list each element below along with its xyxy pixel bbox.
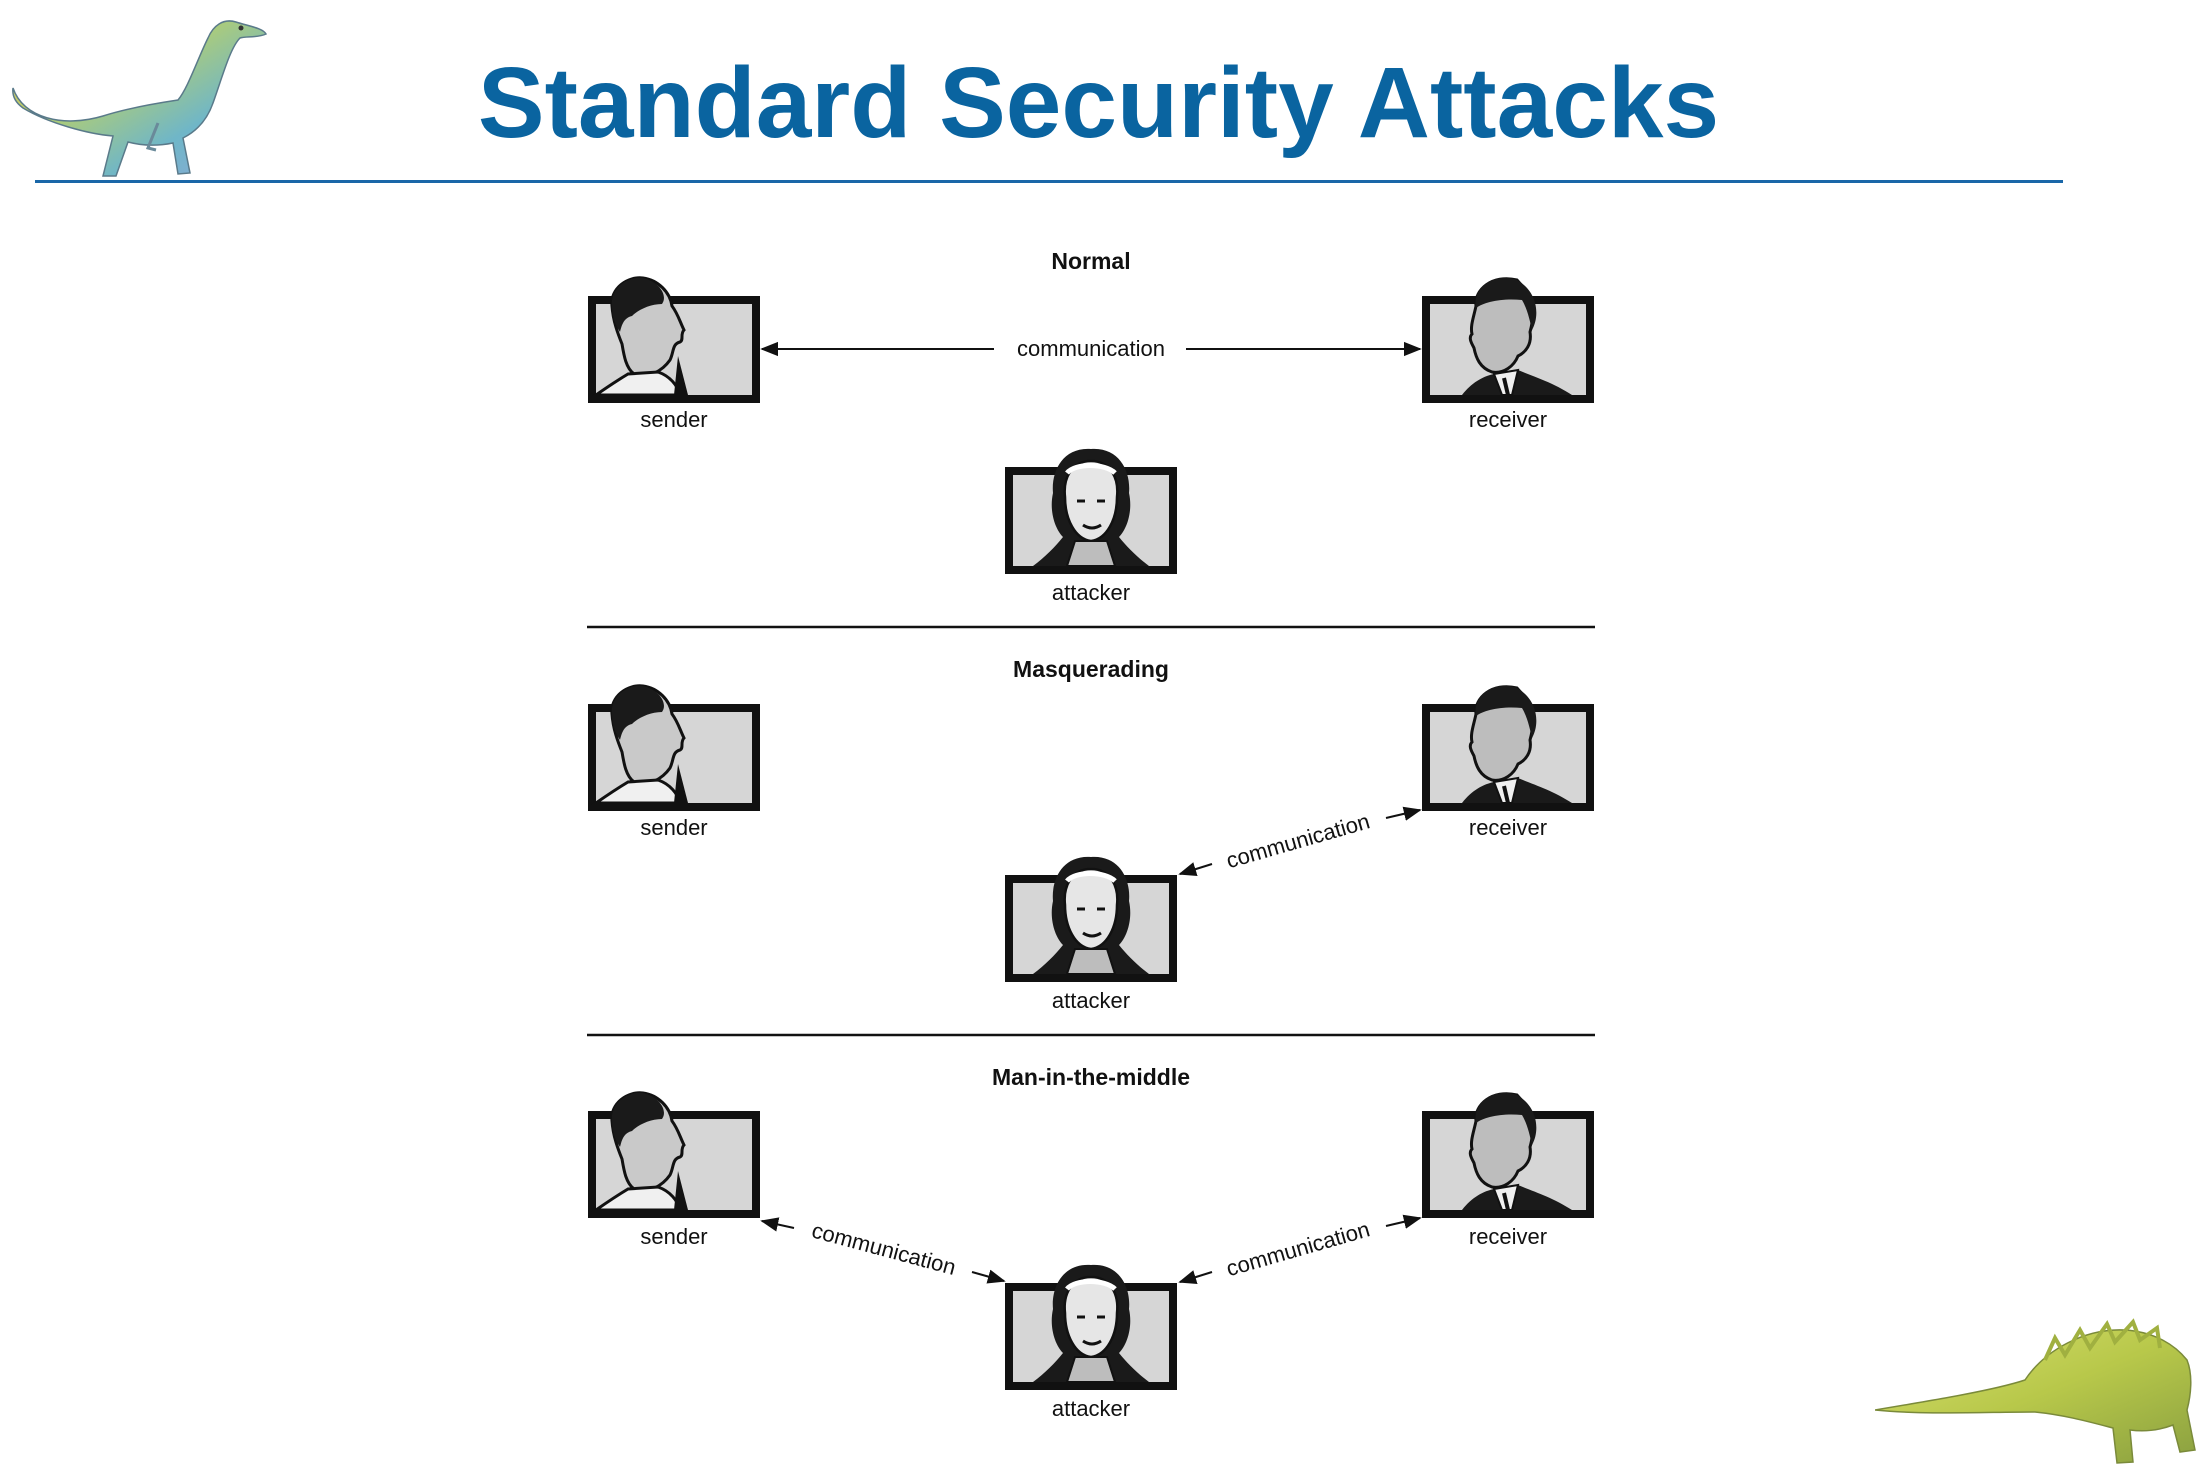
communication-link: communication: [1178, 806, 1422, 877]
receiver-label: receiver: [1469, 815, 1547, 840]
attacker-portrait-icon: [1005, 857, 1177, 982]
attacker-portrait-icon: [1005, 1265, 1177, 1390]
slide-title: Standard Security Attacks: [477, 47, 1720, 159]
link-label: communication: [1223, 1216, 1372, 1281]
receiver-portrait-icon: [1420, 683, 1596, 813]
sender-label: sender: [640, 1224, 707, 1249]
dinosaur-icon: [12, 20, 268, 177]
panel-heading: Masquerading: [1013, 656, 1169, 682]
attacker-portrait-icon: [1005, 449, 1177, 574]
sender-label: sender: [640, 407, 707, 432]
stegosaurus-icon: [1875, 1318, 2196, 1464]
attacker-label: attacker: [1052, 988, 1130, 1013]
panel-man-in-the-middle: Man-in-the-middle sender receiver attack…: [586, 1064, 1596, 1421]
attacker-label: attacker: [1052, 580, 1130, 605]
sender-portrait-icon: [586, 1091, 762, 1220]
communication-link: communication: [760, 336, 1422, 361]
panel-heading: Normal: [1051, 248, 1130, 274]
communication-link: communication: [760, 1217, 1006, 1284]
communication-link: communication: [1178, 1214, 1422, 1285]
receiver-portrait-icon: [1420, 1090, 1596, 1220]
sender-portrait-icon: [586, 684, 762, 813]
attacker-label: attacker: [1052, 1396, 1130, 1421]
panel-masquerading: Masquerading sender receiver attacker co…: [586, 656, 1596, 1013]
link-label: communication: [1017, 336, 1165, 361]
title-divider: [35, 180, 2063, 183]
sender-portrait-icon: [586, 276, 762, 405]
receiver-label: receiver: [1469, 1224, 1547, 1249]
sender-label: sender: [640, 815, 707, 840]
link-label: communication: [1223, 808, 1372, 873]
receiver-portrait-icon: [1420, 275, 1596, 405]
receiver-label: receiver: [1469, 407, 1547, 432]
panel-heading: Man-in-the-middle: [992, 1064, 1190, 1090]
panel-normal: Normal sender receiver attacker communic…: [586, 248, 1596, 605]
link-label: communication: [809, 1218, 958, 1280]
